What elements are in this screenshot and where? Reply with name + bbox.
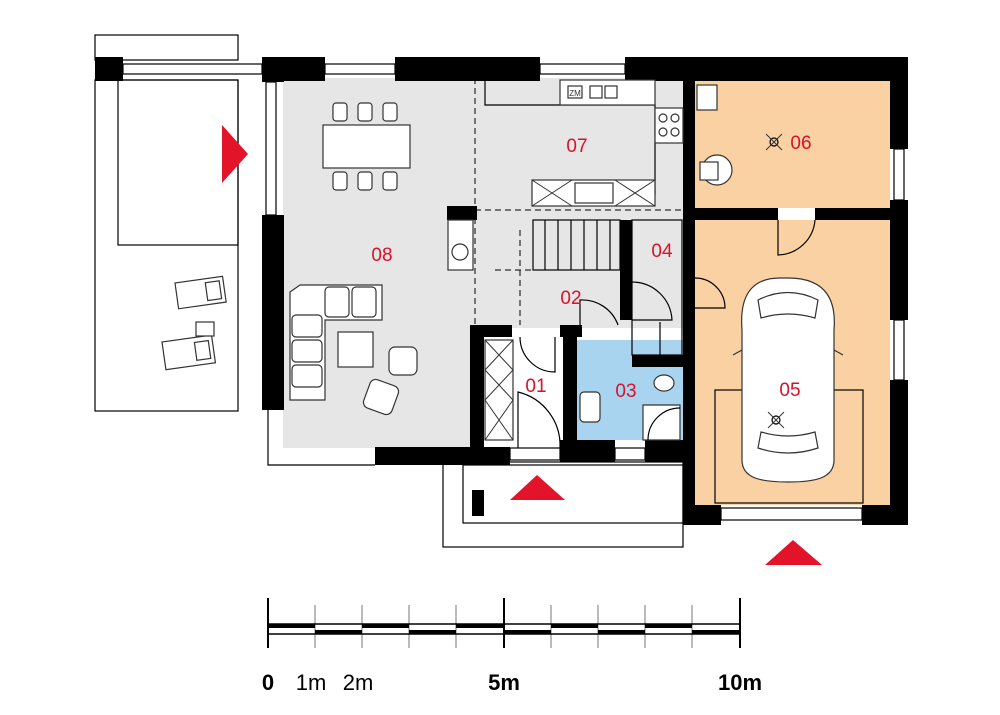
garage-entrance-arrow (765, 540, 822, 565)
ceiling-light-06 (765, 133, 783, 151)
scale-label-2m: 2m (343, 670, 374, 695)
wardrobe-01 (484, 339, 514, 441)
scale-label-0: 0 (262, 670, 274, 695)
scale-label-5m: 5m (488, 670, 520, 695)
coffee-table (337, 331, 374, 368)
bathroom-fixtures (579, 374, 681, 441)
walls (95, 57, 908, 525)
staircase (475, 209, 683, 325)
room-label-07: 07 (566, 136, 587, 157)
main-entrance-arrow (510, 475, 565, 500)
room-label-04: 04 (651, 241, 673, 262)
sun-loungers (161, 275, 227, 371)
scale-label-10m: 10m (718, 670, 762, 695)
room-label-05: 05 (779, 380, 800, 401)
entrance-porch (442, 461, 684, 548)
doors (517, 219, 816, 449)
kitchen-tag: ZM (569, 89, 581, 98)
closet-04-outline (631, 219, 683, 356)
boiler-room-floor (695, 78, 890, 208)
room-label-06: 06 (790, 133, 811, 154)
room-label-08: 08 (371, 245, 392, 266)
room-label-01: 01 (525, 376, 546, 397)
terrace-entrance-arrow (222, 125, 248, 183)
scale-bar (267, 598, 741, 648)
dining-table (322, 102, 411, 191)
fireplace (447, 219, 474, 271)
scale-label-1m: 1m (296, 670, 327, 695)
room-label-03: 03 (615, 381, 636, 402)
armchair (362, 378, 400, 416)
room-label-02: 02 (560, 288, 581, 309)
boiler-fixtures (696, 84, 733, 186)
windows (122, 63, 905, 521)
car (714, 277, 864, 504)
pouf (388, 346, 418, 376)
sofa (289, 284, 383, 401)
kitchen-counter (484, 78, 684, 207)
